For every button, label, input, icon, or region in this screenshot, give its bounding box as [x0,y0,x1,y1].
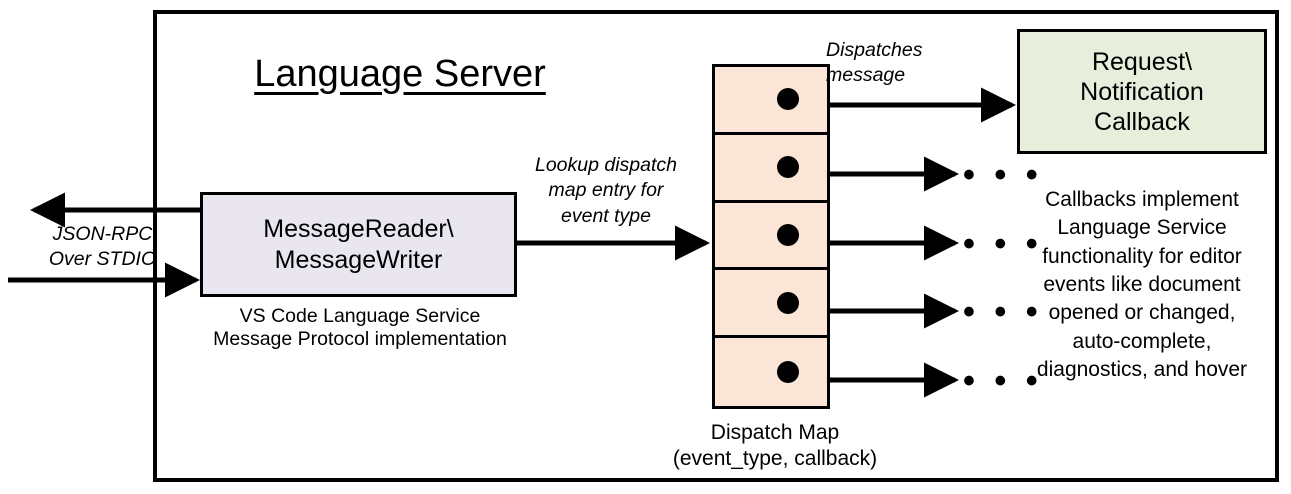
callback-pointer-dot [777,223,799,246]
lookup-dispatch-label: Lookup dispatch map entry for event type [534,154,678,227]
callback-pointer-dot [777,291,799,314]
ellipsis-row-4: • • • [963,293,1043,331]
message-reader-writer-caption: VS Code Language Service Message Protoco… [213,305,507,350]
callback-pointer-dot [777,361,799,384]
ellipsis-row-5: • • • [963,362,1043,400]
dispatch-map-table[interactable] [712,64,830,409]
message-reader-writer-label: MessageReader\ MessageWriter [263,215,454,274]
request-notification-callback-box[interactable]: Request\ Notification Callback [1017,29,1267,154]
dispatch-map-row[interactable] [715,135,827,203]
dispatch-map-row[interactable] [715,67,827,135]
dispatches-message-label: Dispatches message [826,39,923,87]
dispatch-map-caption: Dispatch Map (event_type, callback) [672,421,878,471]
callback-caption: Callbacks implement Language Service fun… [1036,188,1248,382]
ellipsis-row-2: • • • [963,156,1043,194]
dispatch-map-row[interactable] [715,270,827,339]
message-reader-writer-box[interactable]: MessageReader\ MessageWriter [200,192,517,297]
json-rpc-channel-label: JSON-RPC Over STDIO [48,223,157,271]
dispatch-map-row[interactable] [715,338,827,406]
ellipsis-row-3: • • • [963,225,1043,263]
page-title: Language Server [254,53,546,95]
callback-pointer-dot [777,156,799,179]
callback-pointer-dot [777,88,799,111]
language-server-boundary [153,10,1279,482]
request-notification-callback-label: Request\ Notification Callback [1080,47,1204,136]
dispatch-map-row[interactable] [715,203,827,271]
